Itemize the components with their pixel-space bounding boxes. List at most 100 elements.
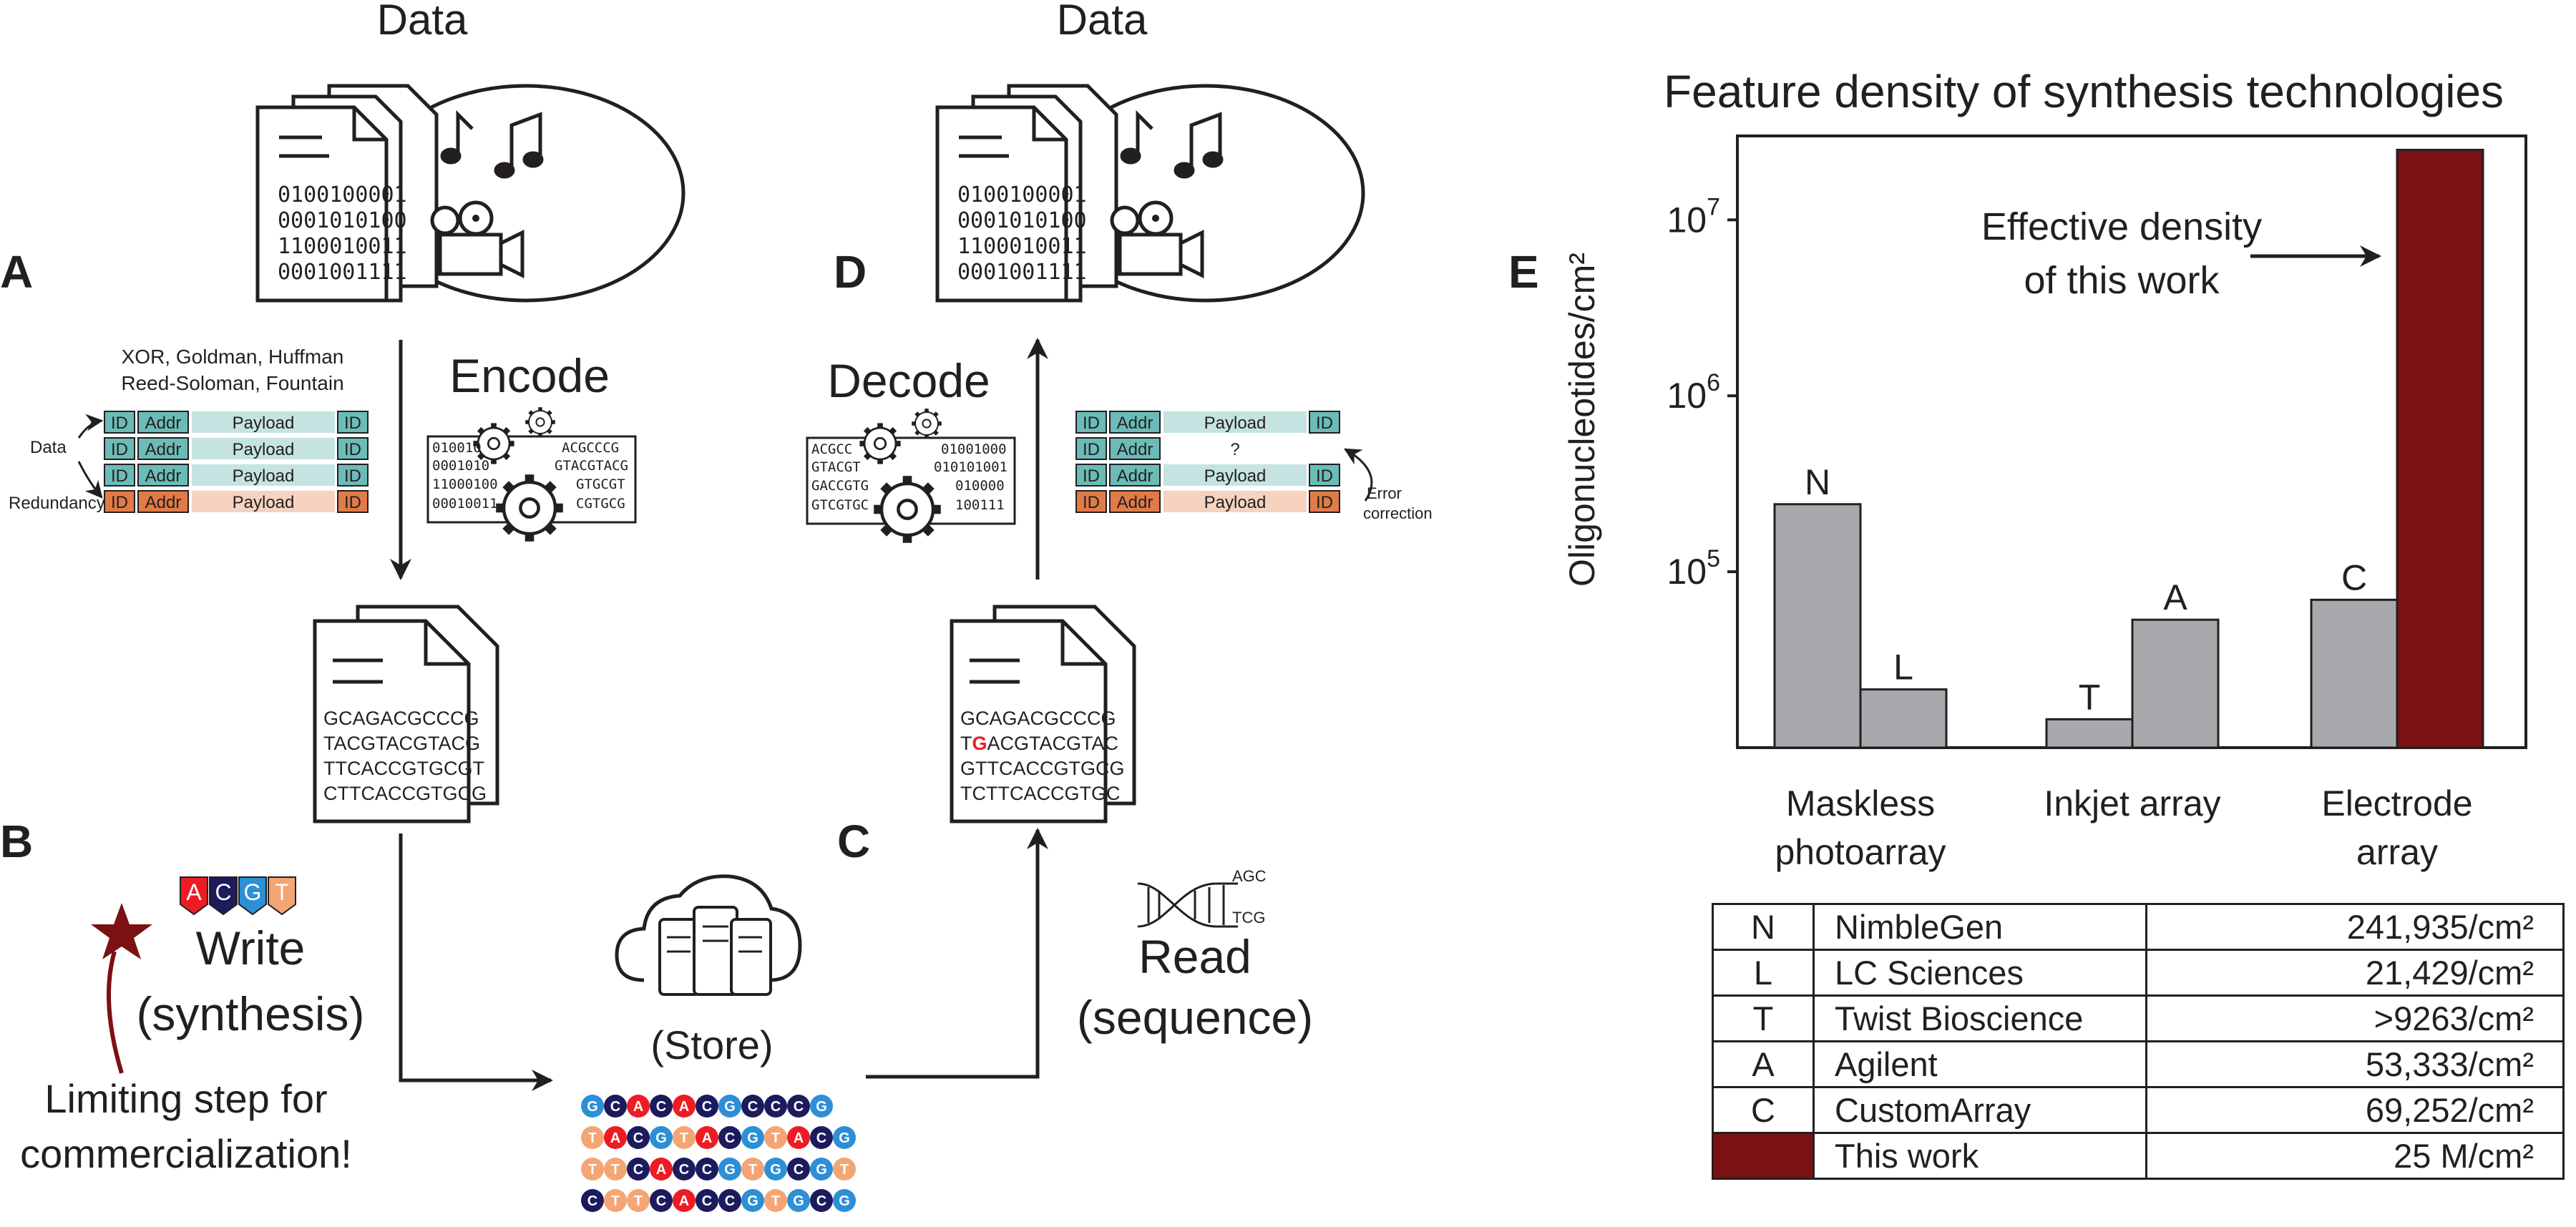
dna-bead-letter: G xyxy=(747,1193,758,1209)
dna-bead-letter: C xyxy=(656,1193,666,1209)
table-value: 25 M/cm² xyxy=(2145,1132,2565,1180)
svg-text:ID: ID xyxy=(111,440,128,459)
dna-bead-letter: C xyxy=(702,1099,712,1115)
dna-bead-letter: G xyxy=(724,1162,736,1178)
bar xyxy=(1773,503,1862,749)
dna-bead-letter: G xyxy=(724,1099,736,1115)
left-data-title: Data xyxy=(377,0,468,44)
dna-bead-letter: C xyxy=(633,1162,643,1178)
music-note-icon xyxy=(1120,109,1224,179)
data-label: Data xyxy=(30,438,67,457)
bar xyxy=(2045,718,2134,749)
dna-bead xyxy=(650,1126,673,1149)
methods-line-1: XOR, Goldman, Huffman xyxy=(122,346,344,368)
dna-bead xyxy=(650,1158,673,1180)
dna-bead xyxy=(581,1158,604,1180)
svg-text:010101001: 010101001 xyxy=(934,459,1008,475)
svg-text:GTGCGT: GTGCGT xyxy=(576,476,625,492)
dna-bead xyxy=(650,1189,673,1212)
music-note-icon xyxy=(440,109,544,179)
dna-bead xyxy=(787,1126,810,1149)
svg-text:ID: ID xyxy=(1316,466,1333,486)
dna-bead xyxy=(833,1158,856,1180)
table-name: Agilent xyxy=(1813,1040,2147,1088)
dna-bead xyxy=(581,1126,604,1149)
binary-line: 0001010100 xyxy=(278,208,407,233)
x-category-label: Electrode xyxy=(2321,783,2472,823)
dna-bead-letter: A xyxy=(656,1162,666,1178)
panel-label-a: A xyxy=(0,246,33,298)
dna-bead-letter: C xyxy=(816,1193,826,1209)
dna-bead xyxy=(627,1095,650,1118)
dna-label-bottom: TCG xyxy=(1232,909,1265,927)
dna-bead xyxy=(673,1126,696,1149)
table-name: CustomArray xyxy=(1813,1086,2147,1134)
limiting-arrow xyxy=(107,951,124,1074)
svg-text:Payload: Payload xyxy=(1204,414,1267,433)
svg-text:Payload: Payload xyxy=(1204,466,1267,486)
encode-gear-text: 010010 0001010 11000100 00010011 ACGCCCG… xyxy=(432,440,628,512)
dna-bead-letter: T xyxy=(771,1130,780,1146)
dna-bead-letter: C xyxy=(725,1130,735,1146)
dna-bead xyxy=(787,1158,810,1180)
dna-bead xyxy=(673,1095,696,1118)
svg-text:Addr: Addr xyxy=(145,414,182,433)
redundancy-label: Redundancy xyxy=(9,494,105,513)
table-name: LC Sciences xyxy=(1813,949,2147,997)
arrow-icon xyxy=(866,828,1048,1079)
table-row-this-work: This work 25 M/cm² xyxy=(1712,1132,2565,1180)
star-icon xyxy=(91,903,152,959)
dna-bead-letter: T xyxy=(588,1162,597,1178)
dna-bead-letter: G xyxy=(655,1130,667,1146)
svg-text:GCAGACGCCCG: GCAGACGCCCG xyxy=(323,708,479,729)
dna-bead xyxy=(604,1095,627,1118)
sequence-label: (sequence) xyxy=(1077,991,1313,1044)
dna-bead-letter: C xyxy=(679,1162,689,1178)
svg-text:ID: ID xyxy=(1316,493,1333,512)
pin-a xyxy=(180,876,208,916)
dna-bead-letter: T xyxy=(611,1193,620,1209)
seq-rest: ACGTACGTAC xyxy=(987,733,1119,754)
error-correction-line-2: correction xyxy=(1363,504,1433,522)
svg-text:TGACGTACGTAC: TGACGTACGTAC xyxy=(960,733,1118,754)
dna-bead xyxy=(833,1126,856,1149)
dna-bead xyxy=(696,1095,718,1118)
dna-bead-letter: T xyxy=(771,1193,780,1209)
dna-bead-letter: A xyxy=(633,1099,643,1115)
dna-bead xyxy=(764,1189,787,1212)
x-category-label: Inkjet array xyxy=(2044,783,2220,823)
dna-bead-letter: C xyxy=(633,1130,643,1146)
svg-text:GTTCACCGTGCG: GTTCACCGTGCG xyxy=(960,758,1125,779)
table-key: N xyxy=(1712,903,1815,951)
svg-text:GACCGTG: GACCGTG xyxy=(811,478,869,494)
svg-text:ID: ID xyxy=(1083,466,1100,486)
svg-text:TTCACCGTGCGT: TTCACCGTGCGT xyxy=(323,758,484,779)
bar-label: T xyxy=(2079,677,2101,717)
dna-bead xyxy=(741,1158,764,1180)
dna-bead xyxy=(718,1095,741,1118)
x-category-label: Maskless xyxy=(1786,783,1935,823)
dna-label-top: AGC xyxy=(1232,867,1267,885)
dna-bead-letter: G xyxy=(793,1193,804,1209)
dna-bead xyxy=(810,1095,833,1118)
dna-bead-letter: A xyxy=(702,1130,712,1146)
dna-bead-letter: G xyxy=(587,1099,598,1115)
table-key: T xyxy=(1712,994,1815,1042)
svg-text:ID: ID xyxy=(344,466,361,486)
bar-label: A xyxy=(2163,577,2187,617)
table-value: 21,429/cm² xyxy=(2145,949,2565,997)
svg-text:Payload: Payload xyxy=(233,440,295,459)
decode-label: Decode xyxy=(827,354,990,407)
methods-line-2: Reed-Soloman, Fountain xyxy=(121,372,343,394)
dna-bead xyxy=(810,1126,833,1149)
dna-bead xyxy=(810,1189,833,1212)
y-tick-label: 105 xyxy=(1667,545,1720,592)
svg-text:GTACGTACG: GTACGTACG xyxy=(555,458,628,474)
table-row: N NimbleGen 241,935/cm² xyxy=(1712,903,2565,951)
table-name: NimbleGen xyxy=(1813,903,2147,951)
dna-bead xyxy=(696,1189,718,1212)
table-key: C xyxy=(1712,1086,1815,1134)
